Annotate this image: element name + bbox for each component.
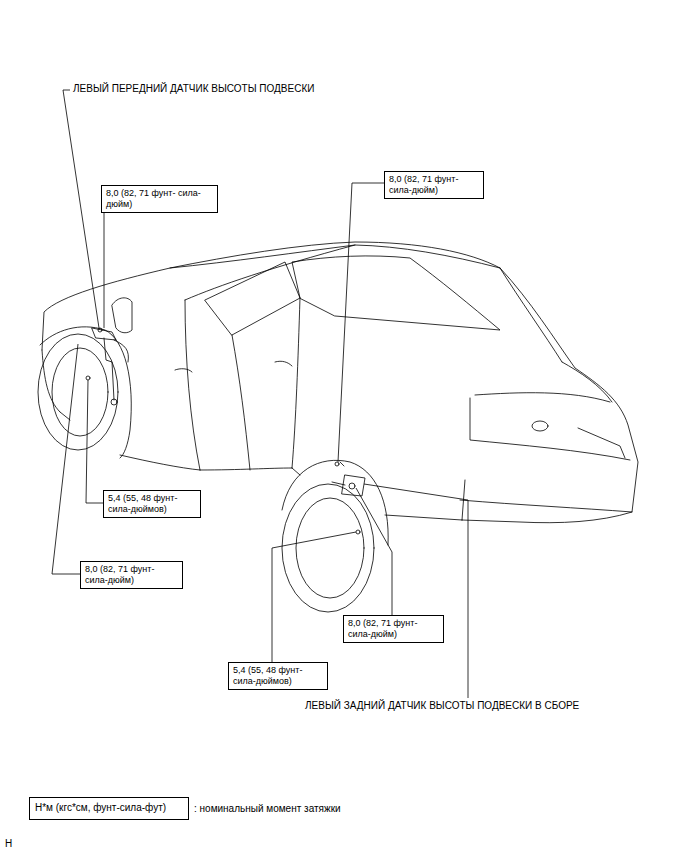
torque-box: 8,0 (82, 71 фунт- сила-дюйм) (384, 171, 484, 199)
part-name: ЛЕВЫЙ ПЕРЕДНИЙ ДАТЧИК ВЫСОТЫ ПОДВЕСКИ (72, 83, 315, 95)
torque-value: 5,4 (55, 48 фунт- сила-дюймов) (108, 493, 196, 515)
torque-box: 8,0 (82, 71 фунт- сила-дюйм) (80, 561, 183, 589)
legend-unit-box: Н*м (кгс*см, фунт-сила-фут) (29, 797, 189, 820)
legend-text: : номинальный момент затяжки (193, 803, 342, 815)
torque-value: 8,0 (82, 71 фунт- сила-дюйм) (106, 188, 213, 210)
figure-code: H (4, 838, 13, 850)
torque-box: 8,0 (82, 71 фунт- сила-дюйм) (343, 615, 444, 643)
torque-value: 8,0 (82, 71 фунт- сила-дюйм) (348, 618, 439, 640)
torque-value: 5,4 (55, 48 фунт- сила-дюймов) (233, 665, 323, 687)
torque-box: 5,4 (55, 48 фунт- сила-дюймов) (228, 662, 328, 690)
torque-value: 8,0 (82, 71 фунт- сила-дюйм) (389, 174, 479, 196)
part-name: ЛЕВЫЙ ЗАДНИЙ ДАТЧИК ВЫСОТЫ ПОДВЕСКИ В СБ… (304, 700, 580, 712)
torque-value: 8,0 (82, 71 фунт- сила-дюйм) (85, 564, 178, 586)
torque-box: 8,0 (82, 71 фунт- сила-дюйм) (101, 185, 218, 213)
torque-value: Н*м (кгс*см, фунт-сила-фут) (35, 802, 183, 814)
torque-box: 5,4 (55, 48 фунт- сила-дюймов) (103, 490, 201, 518)
